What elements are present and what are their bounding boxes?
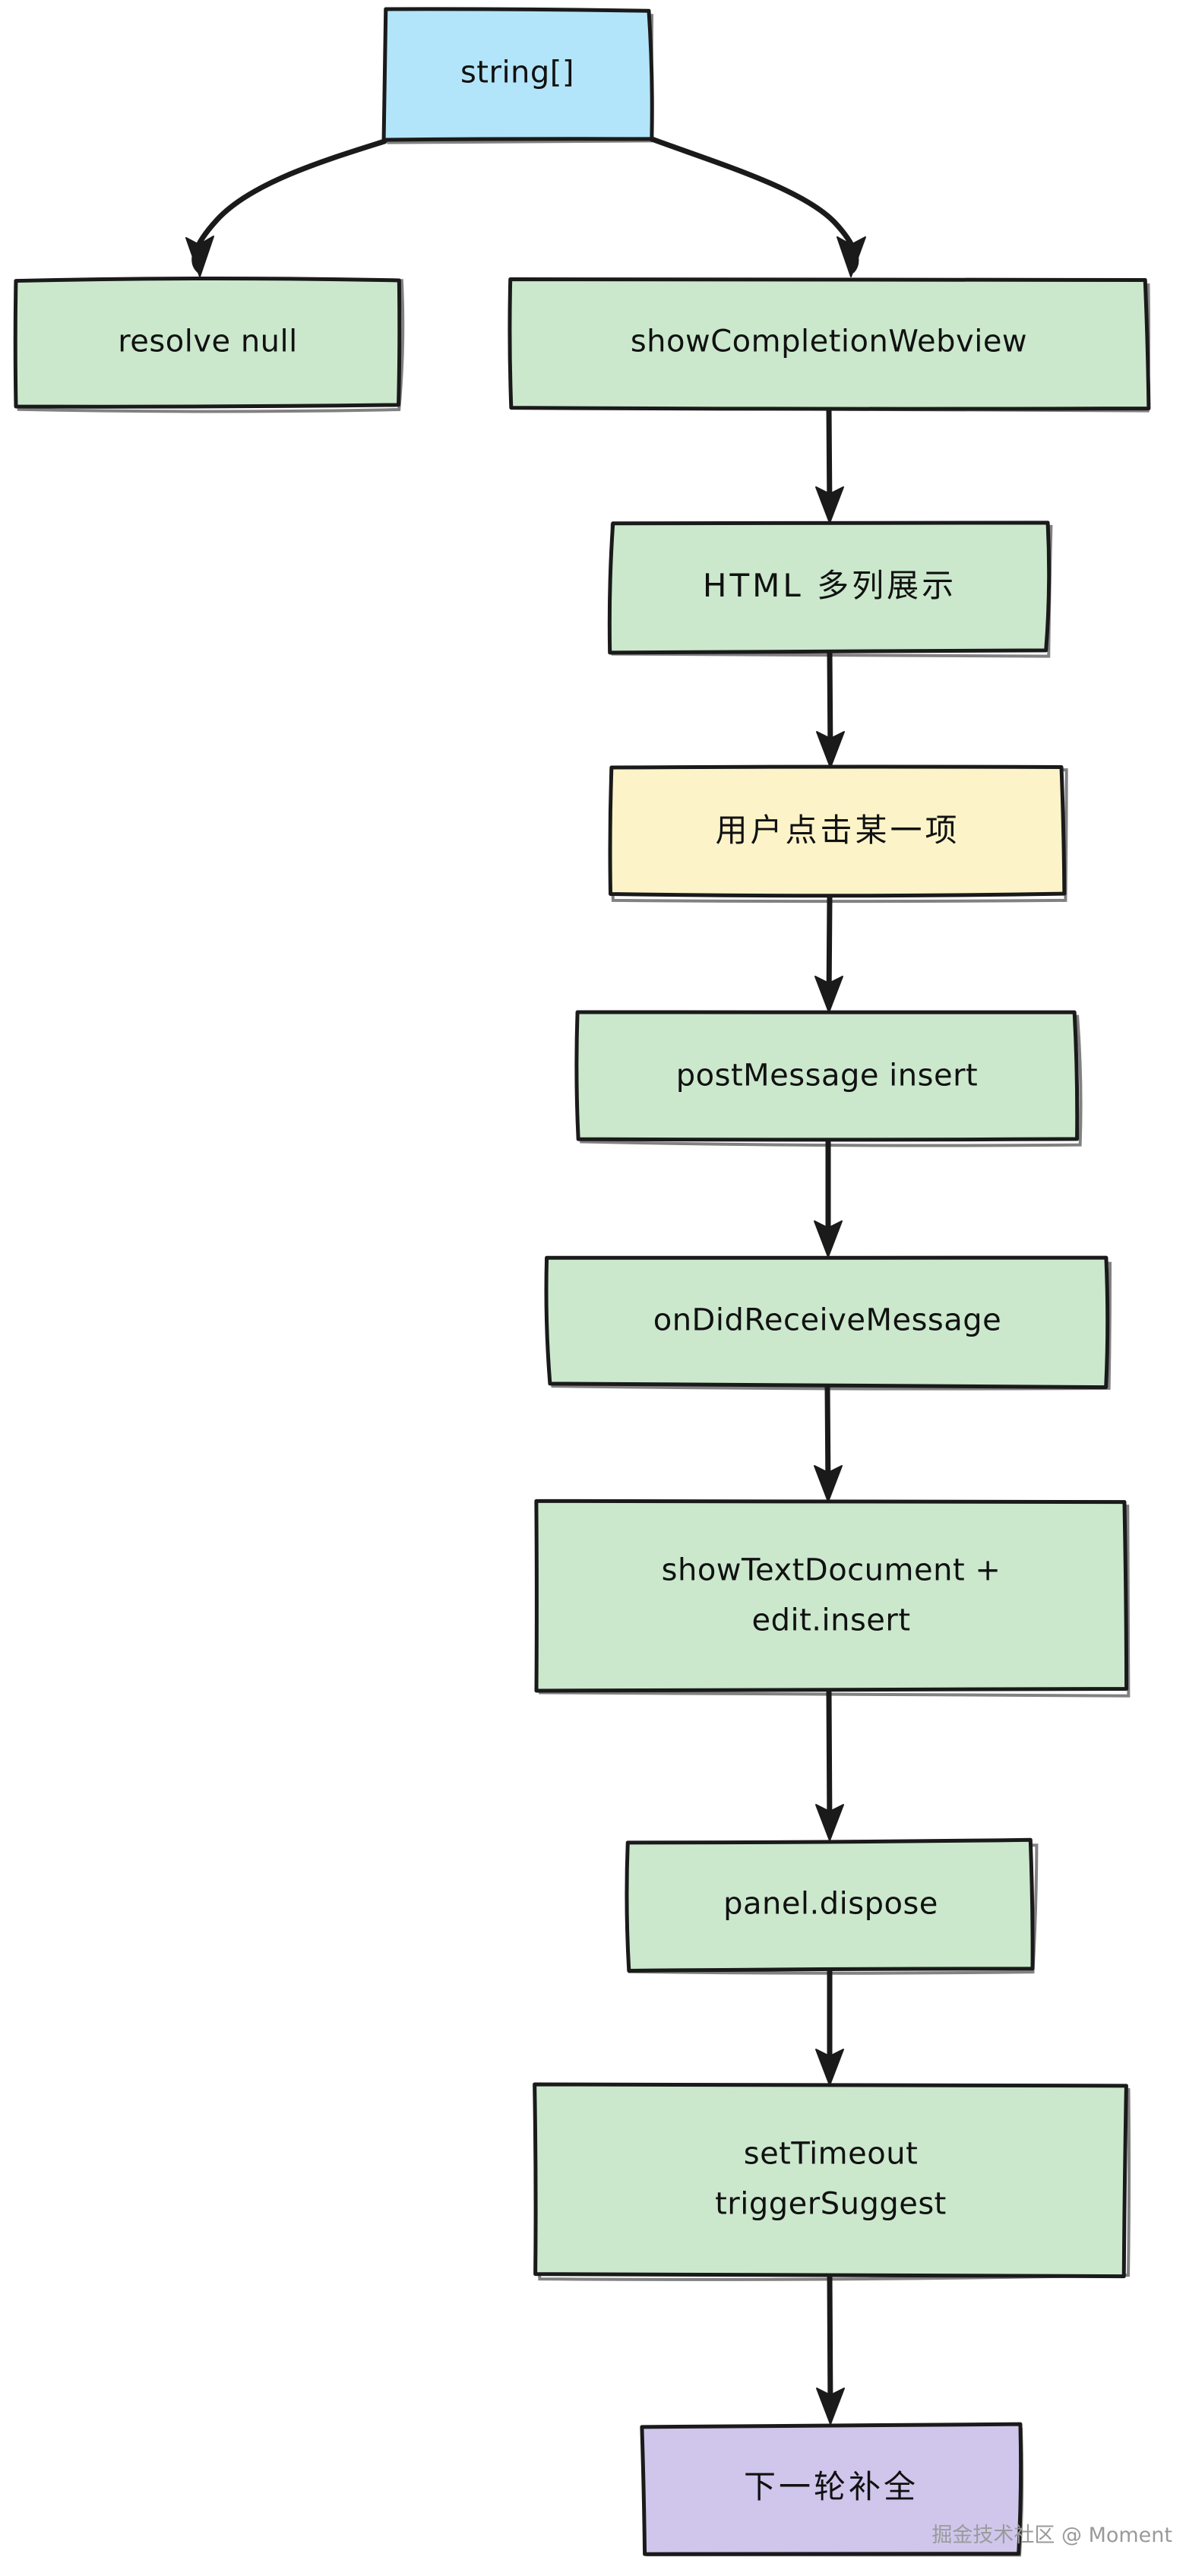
edge-showtextdocument-to-paneldispose	[815, 1689, 844, 1841]
node-label: string[]	[460, 55, 574, 90]
flow-node-n11[interactable]: 下一轮补全	[640, 2422, 1024, 2557]
arrow-head-icon	[814, 1465, 843, 1502]
node-box[interactable]	[607, 521, 1052, 655]
flow-node-n3[interactable]: showCompletionWebview	[508, 277, 1151, 413]
arrow-head-icon	[816, 731, 845, 768]
node-label: postMessage insert	[676, 1059, 978, 1093]
flow-node-n2[interactable]: resolve null	[13, 277, 405, 413]
node-box[interactable]	[508, 277, 1151, 411]
edge-path	[649, 136, 859, 274]
node-box[interactable]	[574, 1010, 1080, 1142]
node-label: HTML 多列展示	[703, 567, 957, 604]
flow-node-n8[interactable]: showTextDocument + edit.insert	[534, 1498, 1131, 1698]
node-label: onDidReceiveMessage	[653, 1303, 1002, 1338]
node-box[interactable]	[13, 277, 402, 409]
node-label: 用户点击某一项	[715, 812, 960, 849]
flow-node-n4[interactable]: HTML 多列展示	[607, 521, 1053, 658]
node-box[interactable]	[533, 2082, 1128, 2279]
node-box[interactable]	[625, 1837, 1035, 1973]
edge-string-to-showcompletionwebview	[649, 136, 866, 277]
edge-path	[191, 138, 387, 274]
node-box[interactable]	[544, 1255, 1110, 1390]
node-label: resolve null	[118, 324, 298, 359]
arrow-head-icon	[814, 976, 843, 1013]
arrow-head-icon	[814, 1220, 843, 1258]
node-layer: string[] resolve null showCompletionWebvie…	[13, 7, 1151, 2557]
arrow-head-icon	[185, 236, 214, 277]
arrow-head-icon	[815, 1804, 844, 1841]
edge-paneldispose-to-settimeout	[815, 1967, 844, 2086]
flow-node-n7[interactable]: onDidReceiveMessage	[544, 1255, 1112, 1391]
node-box[interactable]	[640, 2422, 1023, 2556]
edge-ondidreceivemessage-to-showtextdocument	[814, 1384, 843, 1502]
arrow-head-icon	[837, 236, 866, 277]
arrow-head-icon	[816, 2388, 845, 2425]
flow-node-n10[interactable]: setTimeout triggerSuggest	[533, 2082, 1131, 2281]
edge-path	[826, 1689, 833, 1834]
node-box[interactable]	[608, 764, 1067, 898]
node-box[interactable]	[534, 1498, 1129, 1693]
edge-userclick-to-postmessage	[814, 894, 843, 1013]
node-label: 下一轮补全	[744, 2468, 919, 2505]
edge-showcompletionwebview-to-html	[815, 405, 844, 524]
flow-node-n1[interactable]: string[]	[381, 7, 654, 144]
edge-layer	[185, 136, 866, 2425]
arrow-head-icon	[815, 2049, 844, 2086]
node-box[interactable]	[381, 7, 654, 142]
edge-string-to-resolve-null	[185, 138, 387, 277]
edge-html-to-userclick	[816, 650, 845, 768]
flow-node-n6[interactable]: postMessage insert	[574, 1010, 1083, 1147]
arrow-head-icon	[815, 486, 844, 524]
node-label: edit.insert	[751, 1603, 910, 1638]
flow-node-n9[interactable]: panel.dispose	[625, 1837, 1039, 1975]
node-label: showCompletionWebview	[631, 324, 1027, 359]
watermark: 掘金技术社区 @ Moment	[931, 2524, 1172, 2547]
node-label: showTextDocument +	[662, 1553, 1001, 1588]
edge-settimeout-to-nextcompletion	[816, 2273, 845, 2425]
edge-postmessage-to-ondidreceivemessage	[814, 1139, 843, 1258]
flow-node-n5[interactable]: 用户点击某一项	[608, 764, 1068, 903]
node-label: setTimeout	[744, 2137, 919, 2172]
node-label: triggerSuggest	[715, 2187, 947, 2222]
node-label: panel.dispose	[723, 1887, 938, 1922]
